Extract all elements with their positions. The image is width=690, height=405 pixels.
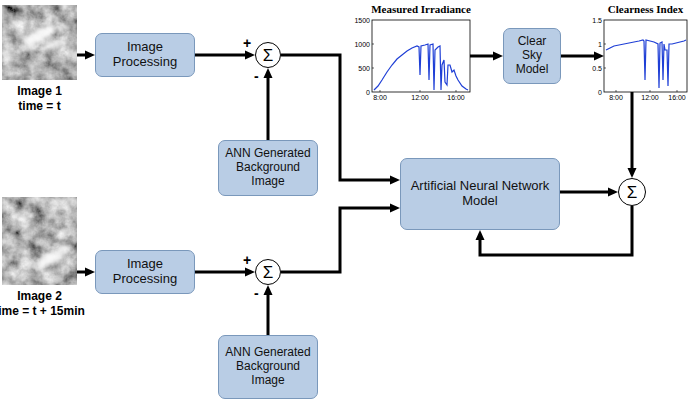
axis-tick: 1: [598, 41, 602, 48]
arrowhead: [264, 285, 273, 295]
axis-tick: 1500: [354, 17, 370, 24]
box-label: Image Processing: [100, 257, 190, 287]
clearness-plot: [604, 20, 687, 92]
connector-line: [195, 271, 246, 274]
connector: [195, 51, 255, 60]
arrowhead: [608, 188, 618, 197]
sum-symbol: Σ: [263, 47, 274, 64]
arrowhead: [245, 268, 255, 277]
process-box: Image Processing: [95, 250, 195, 294]
axis-tick: 0.5: [592, 65, 602, 72]
connector-line: [267, 77, 270, 140]
arrowhead: [493, 51, 503, 60]
chart-title: Measured Irradiance: [371, 3, 471, 15]
box-text: ANN Generated Background Image: [219, 343, 317, 390]
box-text: ANN Generated Background Image: [219, 144, 317, 191]
axis-tick: 1.5: [592, 17, 602, 24]
box-text: Clear Sky Model: [504, 32, 560, 79]
connector-line: [470, 54, 494, 57]
axis-tick: 0: [366, 89, 370, 96]
axis-tick: 16:00: [668, 94, 686, 101]
axis-tick: 500: [358, 65, 370, 72]
chart-frame: Measured Irradiance: [372, 20, 470, 92]
summing-junction: Σ: [255, 42, 281, 68]
axis-tick: 16:00: [447, 94, 465, 101]
box-text: Image Processing: [96, 254, 194, 290]
connector-line: [561, 55, 595, 58]
box-text: Artificial Neural Network Model: [401, 176, 559, 212]
connector-line: [631, 92, 634, 169]
box-label: Artificial Neural Network Model: [405, 179, 555, 209]
connector: [77, 268, 95, 277]
image-caption: Image 2time = t + 15min: [0, 289, 85, 319]
satellite-image: [2, 197, 77, 285]
connector: [561, 52, 604, 61]
connector: [77, 51, 95, 60]
irradiance-plot: [372, 20, 470, 92]
process-box: ANN Generated Background Image: [218, 335, 318, 399]
image-caption: Image 1time = t: [17, 84, 62, 114]
image-frame: Image 1time = t: [2, 5, 77, 80]
connector: [264, 68, 273, 140]
connector: [281, 204, 400, 273]
connector-line: [77, 54, 86, 57]
connector: [560, 188, 618, 197]
arrowhead: [476, 230, 485, 240]
chart-frame: Clearness Index: [604, 20, 687, 92]
connector-line: [267, 294, 270, 335]
connector: [470, 51, 503, 60]
chart-title-text: Measured Irradiance: [371, 3, 471, 15]
arrowhead: [390, 204, 400, 213]
arrowhead: [245, 51, 255, 60]
caption-line: Image 2: [0, 289, 85, 304]
caption-line: Image 1: [17, 84, 62, 99]
connector-line: [195, 54, 246, 57]
caption-line: time = t + 15min: [0, 304, 85, 319]
axis-tick: 0: [598, 89, 602, 96]
axis-tick: 12:00: [641, 94, 659, 101]
satellite-image: [2, 5, 77, 80]
arrowhead: [85, 51, 95, 60]
process-box: Image Processing: [95, 33, 195, 77]
process-box: ANN Generated Background Image: [218, 140, 318, 196]
summing-junction: Σ: [618, 178, 646, 206]
caption-line: time = t: [17, 99, 62, 114]
connector: [264, 285, 273, 335]
box-label: Clear Sky Model: [508, 35, 556, 76]
box-label: Image Processing: [100, 40, 190, 70]
image-frame: Image 2time = t + 15min: [2, 197, 77, 285]
sign-label: +: [243, 36, 251, 50]
arrowhead: [85, 268, 95, 277]
sign-label: -: [254, 286, 259, 300]
axis-tick: 12:00: [411, 94, 429, 101]
axis-tick: 1000: [354, 41, 370, 48]
connector-line: [77, 271, 86, 274]
connector-line: [560, 191, 609, 194]
box-label: ANN Generated Background Image: [223, 147, 313, 188]
connector-line: [281, 208, 391, 272]
chart-title-text: Clearness Index: [608, 3, 683, 15]
chart-title: Clearness Index: [608, 3, 683, 15]
model-box: Artificial Neural Network Model: [400, 158, 560, 230]
connector: [195, 268, 255, 277]
arrowhead: [390, 176, 400, 185]
summing-junction: Σ: [255, 259, 281, 285]
connector: [628, 92, 637, 178]
axis-tick: 8:00: [609, 94, 623, 101]
box-text: Image Processing: [96, 37, 194, 73]
arrowhead: [594, 52, 604, 61]
axis-tick: 8:00: [373, 94, 387, 101]
sum-symbol: Σ: [627, 184, 638, 201]
box-label: ANN Generated Background Image: [223, 346, 313, 387]
sign-label: +: [243, 253, 251, 267]
sum-symbol: Σ: [263, 264, 274, 281]
sign-label: -: [254, 69, 259, 83]
arrowhead: [264, 68, 273, 78]
arrowhead: [628, 168, 637, 178]
process-box: Clear Sky Model: [503, 28, 561, 83]
